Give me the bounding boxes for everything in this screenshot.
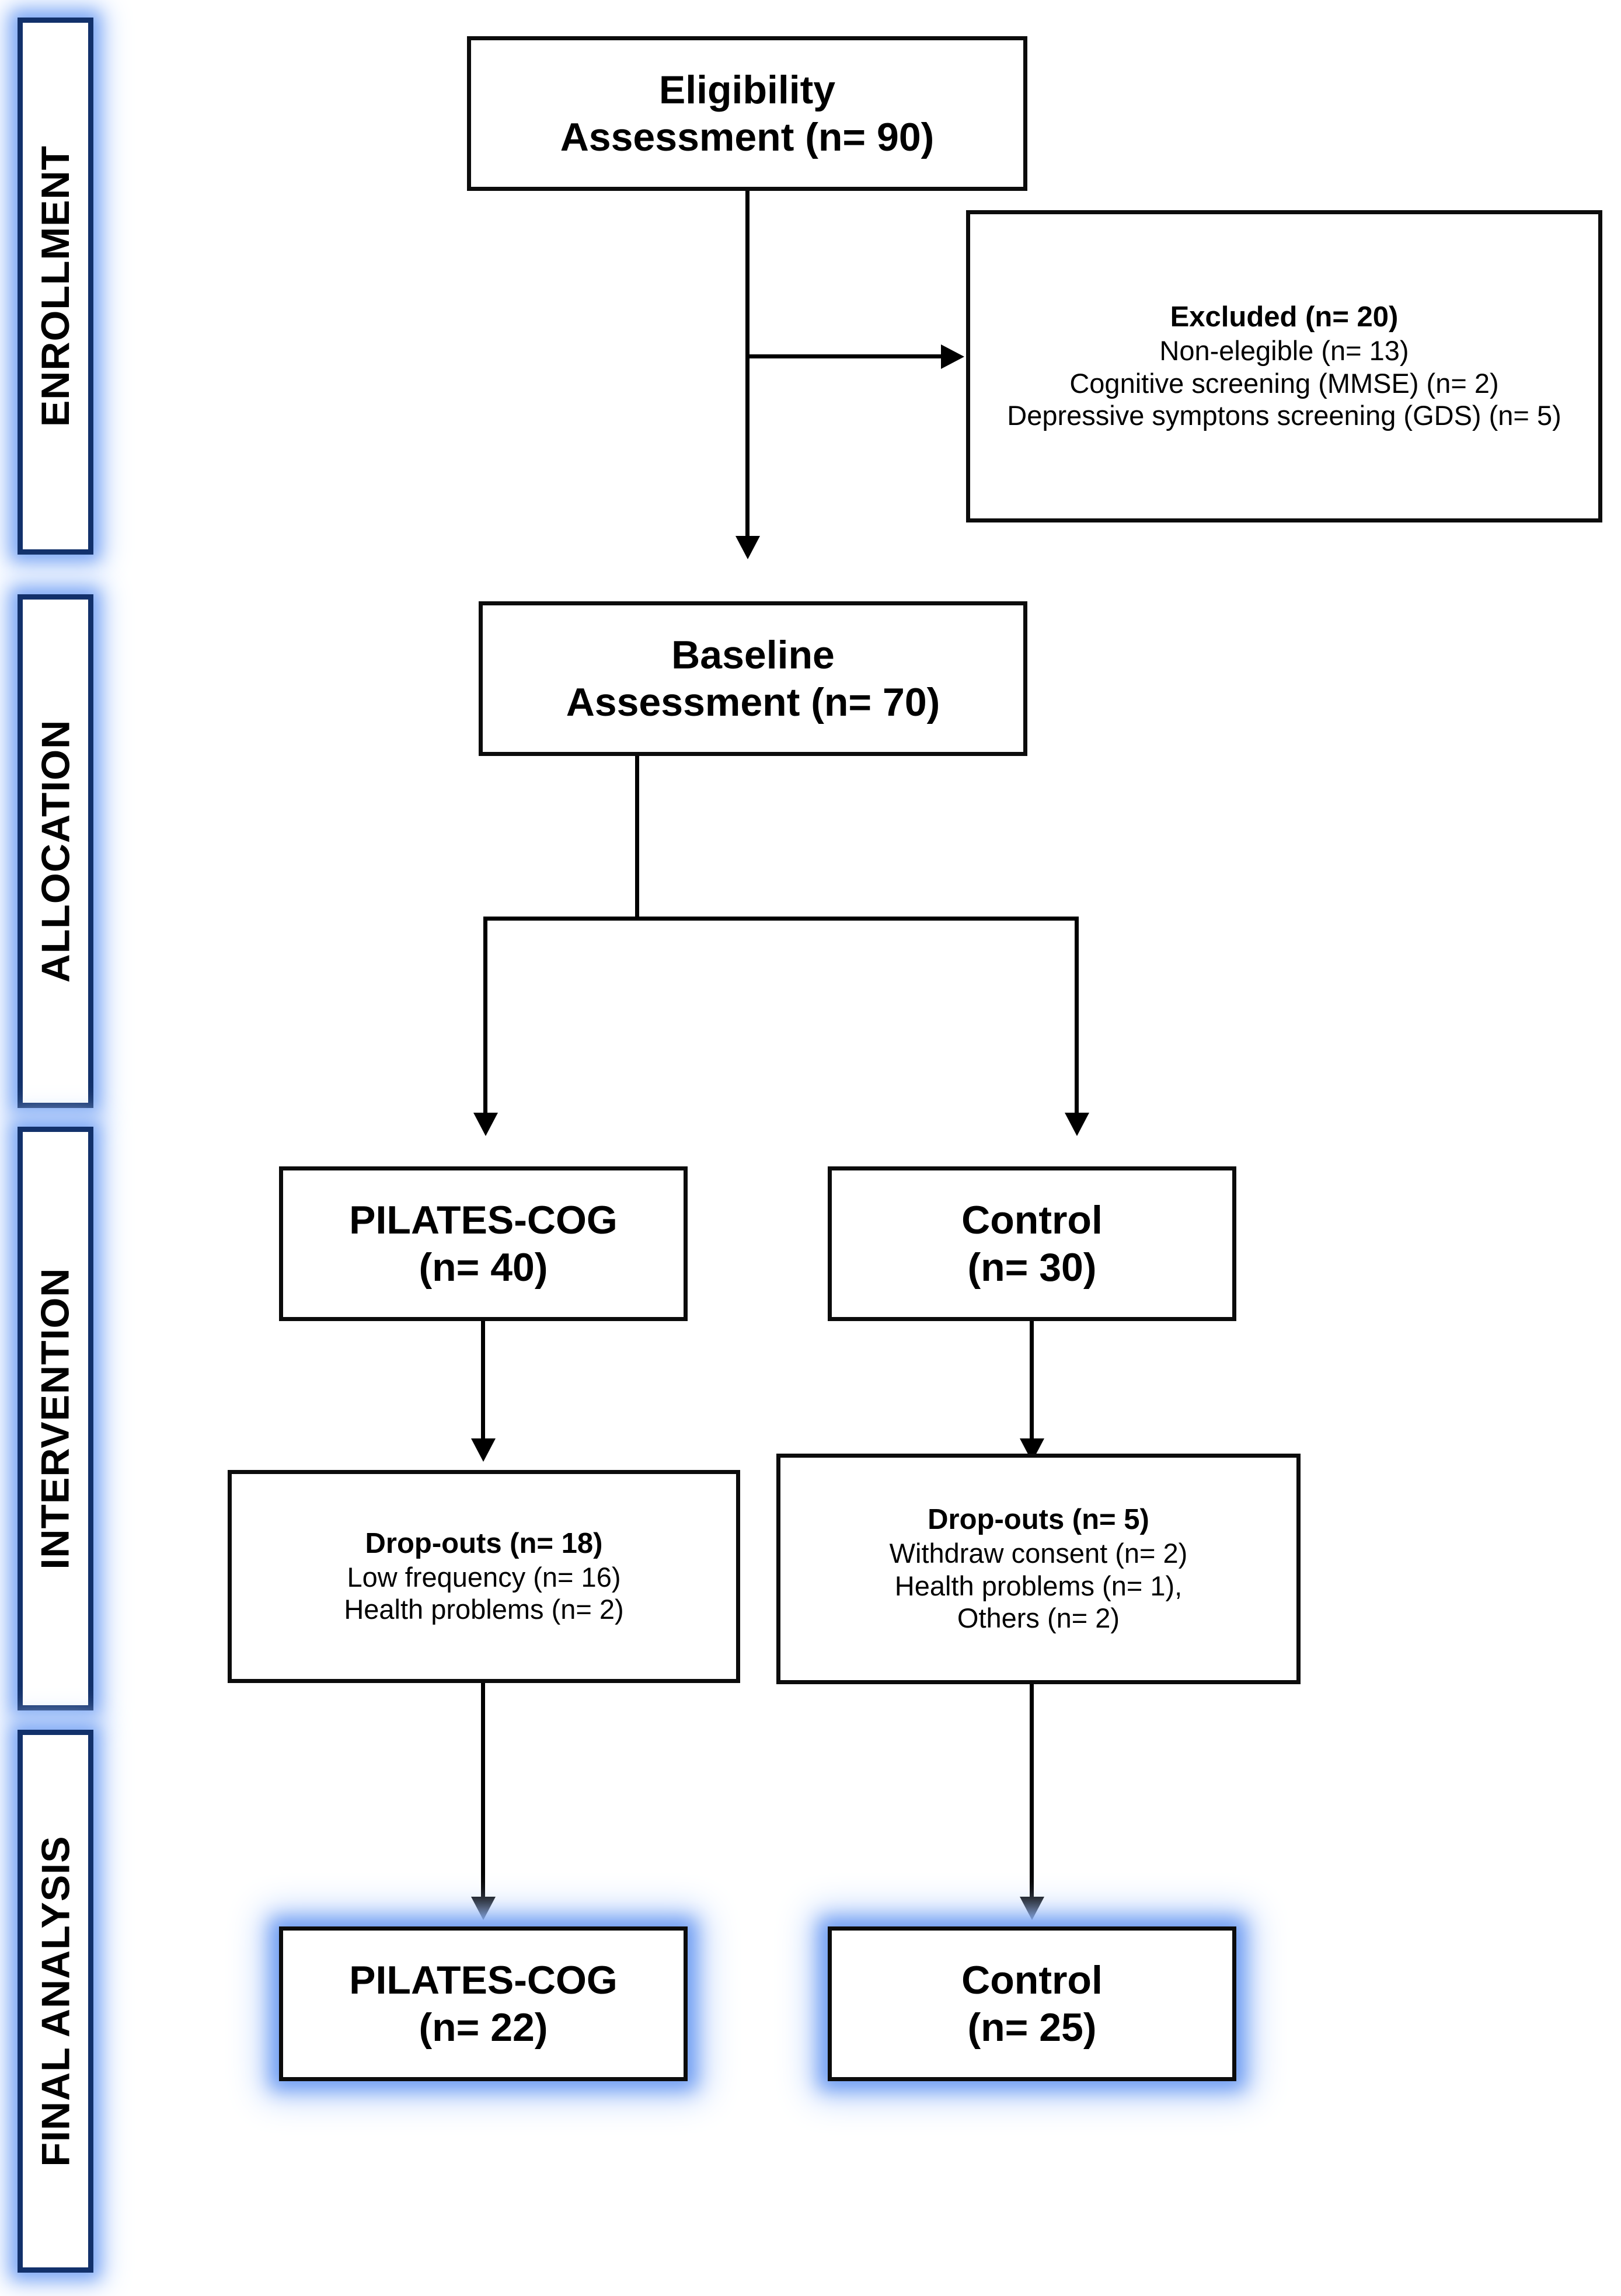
stage-label-allocation: ALLOCATION [18, 594, 93, 1108]
box-control-final-analysis: Control (n= 25) [828, 1926, 1236, 2081]
box-eligibility-assessment: Eligibility Assessment (n= 90) [467, 36, 1027, 191]
box-baseline-assessment: Baseline Assessment (n= 70) [479, 601, 1027, 756]
excluded-reason-3: Depressive symptons screening (GDS) (n= … [1007, 400, 1561, 431]
connector-dropouts-control-to-final [1030, 1684, 1034, 1899]
dropouts-pilates-header: Drop-outs (n= 18) [365, 1528, 603, 1560]
stage-label-enrollment-text: ENROLLMENT [33, 145, 78, 427]
box-dropouts-pilates: Drop-outs (n= 18) Low frequency (n= 16) … [228, 1470, 740, 1683]
pilates-final-line-2: (n= 22) [419, 2005, 548, 2050]
stage-label-final-analysis: FINAL ANALYSIS [18, 1730, 93, 2273]
stage-label-allocation-text: ALLOCATION [33, 719, 78, 983]
dropouts-control-reason-3: Others (n= 2) [957, 1602, 1120, 1634]
pilates-alloc-line-2: (n= 40) [419, 1245, 548, 1290]
dropouts-control-reason-2: Health problems (n= 1), [894, 1570, 1183, 1601]
stage-label-intervention: INTERVENTION [18, 1127, 93, 1710]
eligibility-line-1: Eligibility [658, 68, 836, 113]
box-control-allocated: Control (n= 30) [828, 1166, 1236, 1321]
eligibility-line-2: Assessment (n= 90) [560, 114, 935, 159]
box-pilates-final-analysis: PILATES-COG (n= 22) [279, 1926, 688, 2081]
connector-allocation-left-drop [483, 917, 487, 1115]
arrowhead-to-dropouts-pilates [471, 1438, 496, 1462]
box-excluded: Excluded (n= 20) Non-elegible (n= 13) Co… [966, 210, 1602, 522]
connector-pilates-to-dropouts [481, 1321, 485, 1441]
excluded-reason-1: Non-elegible (n= 13) [1159, 335, 1409, 367]
control-final-line-2: (n= 25) [967, 2005, 1097, 2050]
stage-label-intervention-text: INTERVENTION [33, 1267, 78, 1570]
box-pilates-allocated: PILATES-COG (n= 40) [279, 1166, 688, 1321]
dropouts-control-reason-1: Withdraw consent (n= 2) [889, 1538, 1188, 1569]
pilates-alloc-line-1: PILATES-COG [349, 1198, 618, 1243]
connector-allocation-right-drop [1075, 917, 1079, 1115]
excluded-header: Excluded (n= 20) [1170, 301, 1399, 333]
box-dropouts-control: Drop-outs (n= 5) Withdraw consent (n= 2)… [776, 1454, 1301, 1684]
arrowhead-to-control-final [1020, 1897, 1044, 1920]
arrowhead-to-baseline [735, 536, 760, 559]
baseline-line-2: Assessment (n= 70) [566, 680, 940, 724]
dropouts-pilates-reason-2: Health problems (n= 2) [344, 1594, 624, 1625]
stage-label-final-analysis-text: FINAL ANALYSIS [33, 1835, 78, 2167]
control-alloc-line-1: Control [961, 1198, 1103, 1243]
control-final-line-1: Control [961, 1958, 1103, 2003]
connector-allocation-split [483, 917, 1079, 921]
excluded-reason-2: Cognitive screening (MMSE) (n= 2) [1069, 367, 1499, 399]
baseline-line-1: Baseline [671, 633, 835, 678]
arrowhead-to-excluded [941, 344, 964, 369]
connector-control-to-dropouts [1030, 1321, 1034, 1441]
arrowhead-to-control-alloc [1065, 1113, 1089, 1136]
connector-eligibility-trunk [745, 191, 750, 538]
dropouts-pilates-reason-1: Low frequency (n= 16) [347, 1561, 621, 1593]
arrowhead-to-pilates-final [471, 1897, 496, 1920]
connector-eligibility-to-excluded [745, 354, 944, 358]
connector-dropouts-pilates-to-final [481, 1683, 485, 1899]
control-alloc-line-2: (n= 30) [967, 1245, 1097, 1290]
dropouts-control-header: Drop-outs (n= 5) [928, 1504, 1149, 1536]
connector-baseline-trunk [635, 756, 639, 919]
arrowhead-to-pilates-alloc [473, 1113, 498, 1136]
stage-label-enrollment: ENROLLMENT [18, 18, 93, 555]
pilates-final-line-1: PILATES-COG [349, 1958, 618, 2003]
